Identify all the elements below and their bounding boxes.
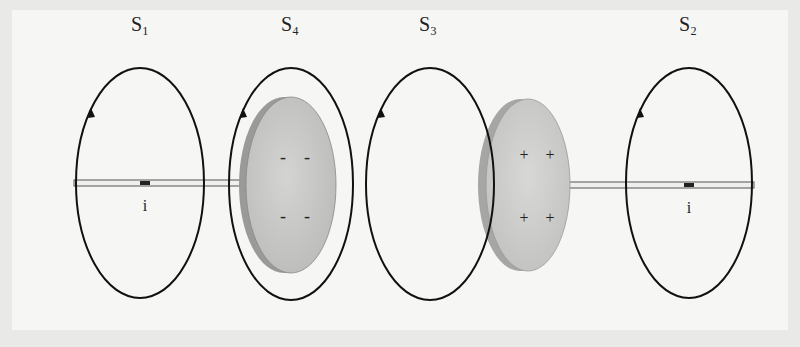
charge-sign: - bbox=[304, 148, 310, 166]
direction-mark bbox=[378, 108, 385, 118]
direction-mark bbox=[240, 108, 247, 118]
panel bbox=[12, 10, 788, 330]
surface-loop bbox=[366, 68, 494, 300]
charge-sign: - bbox=[280, 207, 286, 225]
wire bbox=[74, 180, 246, 186]
capacitor-plate bbox=[486, 99, 570, 271]
charge-sign: + bbox=[545, 210, 554, 226]
surface-label: S₄ bbox=[281, 14, 299, 34]
surface-label: S₁ bbox=[131, 14, 149, 34]
charge-sign: - bbox=[280, 148, 286, 166]
capacitor-plate bbox=[246, 97, 336, 273]
surface-label: S₃ bbox=[419, 14, 437, 34]
current-arrow bbox=[140, 181, 150, 185]
surface-loop bbox=[626, 68, 752, 298]
surface-loop bbox=[229, 68, 353, 300]
direction-mark bbox=[637, 108, 644, 118]
surface-label: S₂ bbox=[679, 14, 697, 34]
charge-sign: + bbox=[519, 147, 528, 163]
charge-sign: - bbox=[304, 207, 310, 225]
direction-mark bbox=[88, 108, 95, 118]
current-label: i bbox=[687, 200, 691, 216]
surface-loop bbox=[76, 68, 204, 298]
current-label: i bbox=[143, 198, 147, 214]
charge-sign: + bbox=[545, 147, 554, 163]
current-arrow bbox=[684, 183, 694, 187]
charge-sign: + bbox=[519, 210, 528, 226]
